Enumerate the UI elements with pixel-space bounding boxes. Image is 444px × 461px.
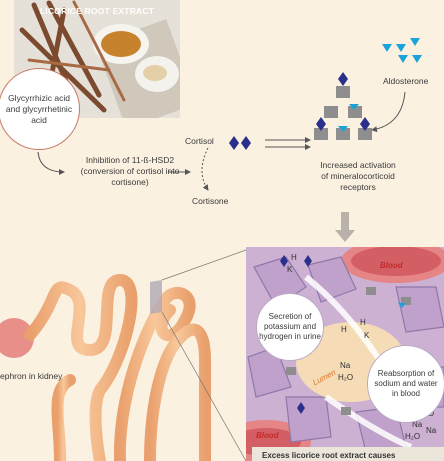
proximal-tubule	[24, 273, 138, 461]
zoom-marker	[150, 280, 162, 314]
ion-k-top: K	[287, 265, 293, 274]
ion-h-mid: H	[360, 318, 366, 327]
aldosterone-label: Aldosterone	[383, 76, 429, 86]
receptor-pyramid	[314, 72, 372, 140]
nephron-illustration	[0, 249, 247, 461]
blood-label-bottom: Blood	[256, 431, 279, 440]
reabsorption-text: Reabsorption of sodium and water in bloo…	[374, 369, 438, 398]
cortisol-to-cortisone-arrow	[201, 147, 209, 191]
reabsorption-bubble: Reabsorption of sodium and water in bloo…	[367, 345, 444, 423]
ion-h2o-blood2: H₂O	[405, 432, 421, 441]
secretion-text: Secretion of potassium and hydrogen in u…	[259, 312, 321, 341]
blood-label-top: Blood	[380, 261, 403, 270]
ion-k-mid: K	[364, 331, 370, 340]
caption-box	[252, 447, 444, 461]
ion-h-top: H	[291, 253, 297, 262]
cortisone-label: Cortisone	[192, 196, 229, 206]
ion-na-blood: Na	[412, 420, 423, 429]
acid-bubble: Glycyrrhizic acid and glycyrrhetinic aci…	[0, 68, 80, 150]
loop-descending	[113, 287, 196, 461]
distal-tubule	[51, 374, 76, 461]
caption-text: Excess licorice root extract causes	[262, 451, 396, 460]
nephron-label: ephron in kidney	[0, 371, 63, 381]
top-flow-diagram	[37, 38, 422, 242]
cortisol-label: Cortisol	[185, 136, 214, 146]
glomerulus	[0, 318, 34, 358]
down-arrow-to-panel	[335, 212, 355, 242]
receptor-activation-text: Increased activation of mineralocorticoi…	[320, 160, 396, 192]
licorice-photo-art	[14, 0, 180, 118]
ion-na-blood2: Na	[426, 426, 437, 435]
aldosterone-arrow	[371, 91, 406, 133]
licorice-photo	[14, 0, 180, 118]
photo-title: LICORICE ROOT EXTRACT	[39, 6, 155, 16]
aldosterone-triangles	[382, 38, 422, 63]
inhibition-text: Inhibition of 11-ß-HSD2 (conversion of c…	[80, 155, 180, 187]
acid-to-inhibition-arrow	[37, 151, 65, 175]
ion-h-mid2: H	[341, 325, 347, 334]
acid-label: Glycyrrhizic acid and glycyrrhetinic aci…	[5, 92, 73, 125]
cortisol-diamonds	[229, 136, 251, 150]
ion-na-lumen: Na	[340, 361, 351, 370]
ion-h2o-lumen: H₂O	[338, 373, 354, 382]
secretion-bubble: Secretion of potassium and hydrogen in u…	[256, 293, 324, 361]
collecting-duct	[144, 323, 211, 461]
